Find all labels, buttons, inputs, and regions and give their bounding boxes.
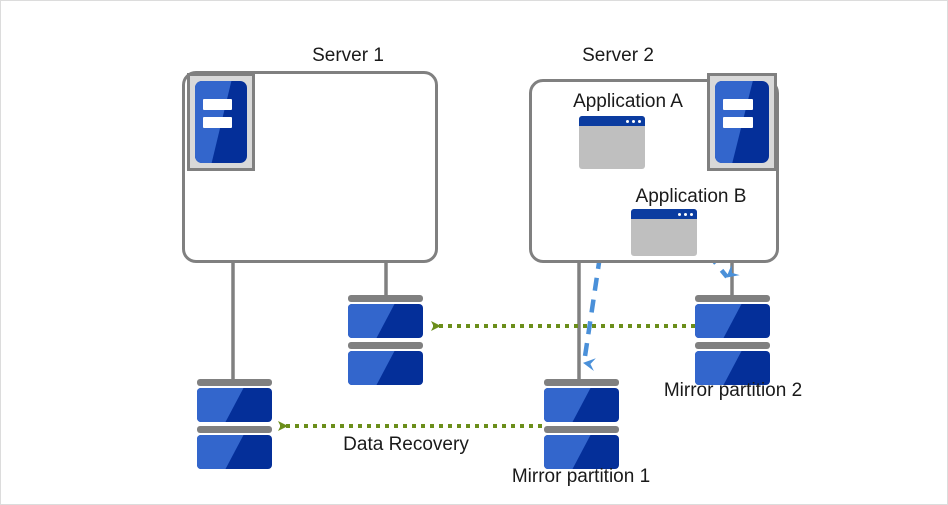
server-tower-body <box>195 81 247 163</box>
app-window-titlebar <box>631 209 697 219</box>
disk-cap <box>197 426 272 433</box>
mirror-partition-1-label: Mirror partition 1 <box>511 466 651 487</box>
application-a-window-icon <box>579 116 645 169</box>
disk-cap <box>197 379 272 386</box>
app-window-dot <box>678 212 681 216</box>
disk-platter <box>695 304 770 338</box>
data-recovery-label: Data Recovery <box>343 434 469 455</box>
app-window-dot <box>690 212 693 216</box>
application-b-label: Application B <box>635 186 747 207</box>
disk-mirror-partition-2 <box>695 295 770 385</box>
disk-platter <box>197 388 272 422</box>
disk-platter <box>695 351 770 385</box>
disk-platter <box>544 388 619 422</box>
server-2-tower-icon <box>707 73 777 171</box>
disk-platter <box>348 351 423 385</box>
app-window-dot <box>626 119 629 123</box>
server-2-title: Server 2 <box>582 45 654 66</box>
server-1-title: Server 1 <box>312 45 384 66</box>
app-window-titlebar <box>579 116 645 126</box>
disk-cap <box>348 295 423 302</box>
disk-platter <box>348 304 423 338</box>
disk-cap <box>695 295 770 302</box>
server-tower-bar-1 <box>723 99 754 110</box>
disk-cap <box>348 342 423 349</box>
server-tower-bar-1 <box>202 99 232 110</box>
disk-cap <box>544 379 619 386</box>
server-tower-bar-2 <box>723 117 754 128</box>
server-1-tower-icon <box>187 73 255 171</box>
application-b-window-icon <box>631 209 697 256</box>
disk-cap <box>544 426 619 433</box>
disk-server1-lower-left <box>197 379 272 469</box>
server-tower-bar-2 <box>202 117 232 128</box>
disk-platter <box>197 435 272 469</box>
app-window-dot <box>632 119 635 123</box>
server-tower-body <box>715 81 769 163</box>
app-window-dot <box>638 119 641 123</box>
disk-mirror-partition-1 <box>544 379 619 469</box>
app-window-dot <box>684 212 687 216</box>
mirror-partition-2-label: Mirror partition 2 <box>663 380 803 401</box>
disk-server1-mirror-target-1 <box>348 295 423 385</box>
disk-platter <box>544 435 619 469</box>
server1-connector-lines <box>231 263 388 381</box>
application-a-label: Application A <box>573 91 683 112</box>
disk-cap <box>695 342 770 349</box>
